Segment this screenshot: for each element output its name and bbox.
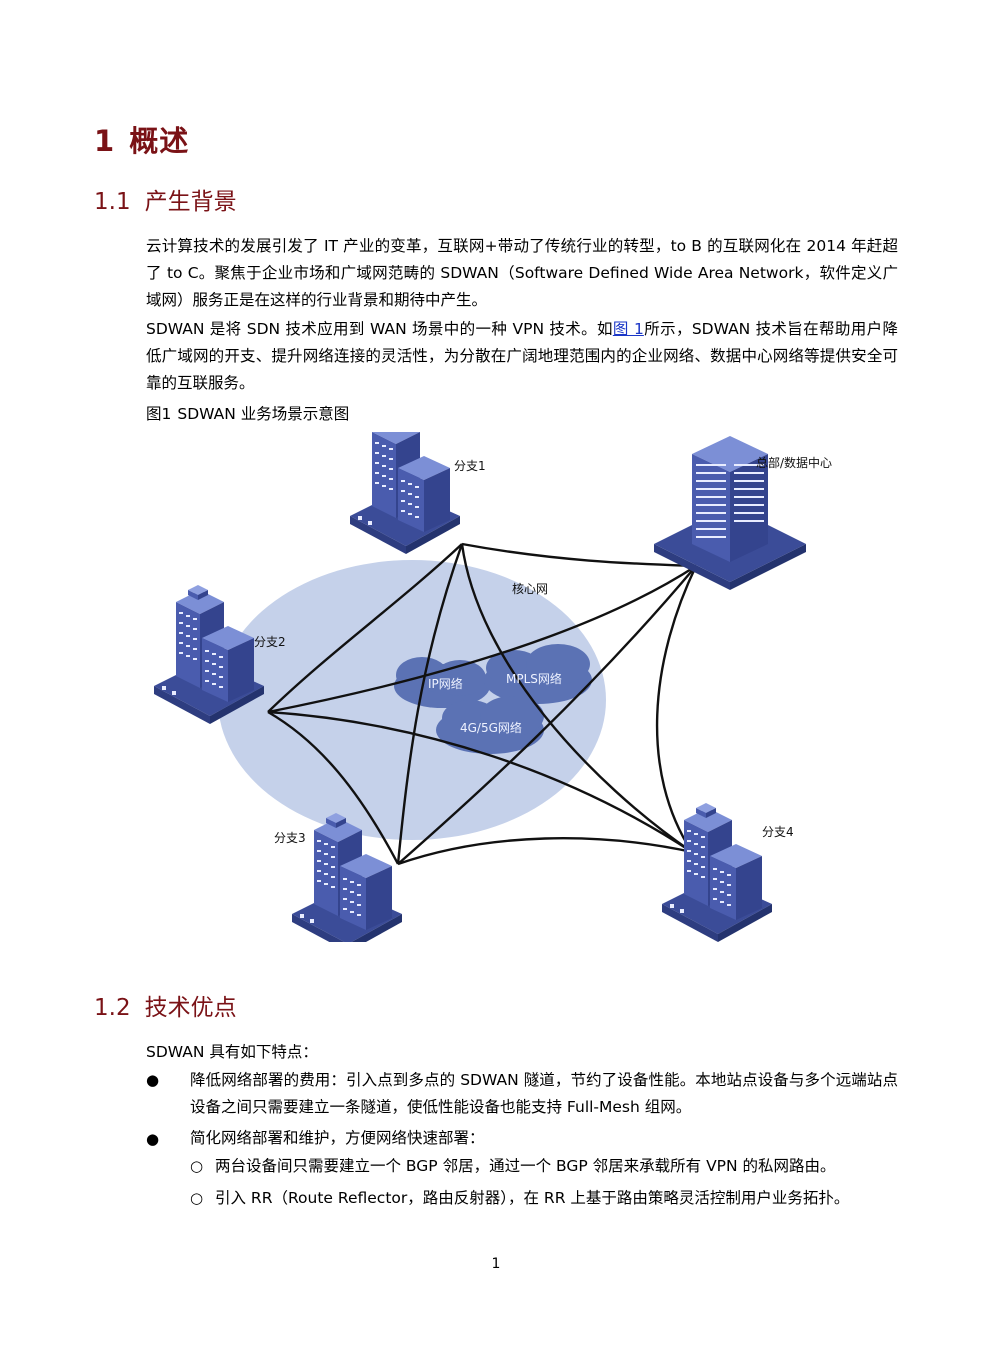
chapter-number: 1 bbox=[94, 124, 116, 158]
bullet-marker: ● bbox=[146, 1071, 160, 1089]
chapter-heading: 1 概述 bbox=[94, 118, 189, 160]
mesh-links bbox=[267, 542, 698, 866]
section-heading-1-1: 1.1 产生背景 bbox=[94, 182, 237, 216]
paragraph-text-before: SDWAN 是将 SDN 技术应用到 WAN 场景中的一种 VPN 技术。如 bbox=[146, 320, 613, 338]
ip-network-label: IP网络 bbox=[428, 676, 463, 691]
chapter-title: 概述 bbox=[129, 124, 190, 158]
sub-bullet-item-1: 两台设备间只需要建立一个 BGP 邻居，通过一个 BGP 邻居来承载所有 VPN… bbox=[215, 1157, 836, 1175]
features-intro: SDWAN 具有如下特点： bbox=[146, 1043, 318, 1061]
4g5g-network-cloud bbox=[436, 696, 544, 754]
bullet-marker: ● bbox=[146, 1130, 160, 1148]
branch2-label: 分支2 bbox=[254, 635, 286, 649]
branch3-label: 分支3 bbox=[274, 831, 306, 845]
figure-caption: 图1 SDWAN 业务场景示意图 bbox=[146, 402, 349, 424]
hq-label: 总部/数据中心 bbox=[756, 455, 832, 470]
4g5g-network-label: 4G/5G网络 bbox=[460, 720, 522, 735]
section-number: 1.1 bbox=[94, 189, 131, 215]
sub-bullet-marker: ○ bbox=[190, 1189, 204, 1207]
figure-link[interactable]: 图 1 bbox=[612, 320, 644, 338]
branch4-label: 分支4 bbox=[762, 825, 794, 839]
paragraph-sdwan-definition: SDWAN 是将 SDN 技术应用到 WAN 场景中的一种 VPN 技术。如图 … bbox=[146, 316, 898, 397]
paragraph-text-after: 所示，SDWAN 技术旨在帮助用户降低广域网的开支、提升网络连接的灵活性，为分散… bbox=[146, 320, 898, 392]
section-title: 技术优点 bbox=[144, 995, 237, 1021]
branch4-building bbox=[662, 803, 772, 942]
section-title: 产生背景 bbox=[144, 189, 237, 215]
page-number: 1 bbox=[491, 1256, 501, 1272]
figure-caption-number: 图1 bbox=[146, 405, 172, 423]
branch1-label: 分支1 bbox=[454, 459, 486, 473]
branch2-building bbox=[154, 585, 264, 724]
bullet-item-1: 降低网络部署的费用：引入点到多点的 SDWAN 隧道，节约了设备性能。本地站点设… bbox=[190, 1071, 898, 1116]
sub-bullet-marker: ○ bbox=[190, 1157, 204, 1175]
core-network-label: 核心网 bbox=[512, 582, 548, 596]
sdwan-scenario-diagram: 分支1 总部/数据中心 核心网 分支2 分支3 分支4 IP网络 MPLS网络 … bbox=[154, 432, 832, 942]
figure-caption-text: SDWAN 业务场景示意图 bbox=[177, 405, 350, 423]
branch1-building bbox=[350, 432, 460, 554]
section-number: 1.2 bbox=[94, 995, 131, 1021]
bullet-item-2: 简化网络部署和维护，方便网络快速部署： bbox=[190, 1129, 485, 1147]
paragraph-background: 云计算技术的发展引发了 IT 产业的变革，互联网+带动了传统行业的转型，to B… bbox=[146, 237, 898, 309]
section-heading-1-2: 1.2 技术优点 bbox=[94, 988, 237, 1022]
ip-network-cloud bbox=[394, 657, 490, 708]
sub-bullet-item-2: 引入 RR（Route Reflector，路由反射器），在 RR 上基于路由策… bbox=[215, 1189, 850, 1207]
mpls-network-label: MPLS网络 bbox=[506, 671, 562, 686]
